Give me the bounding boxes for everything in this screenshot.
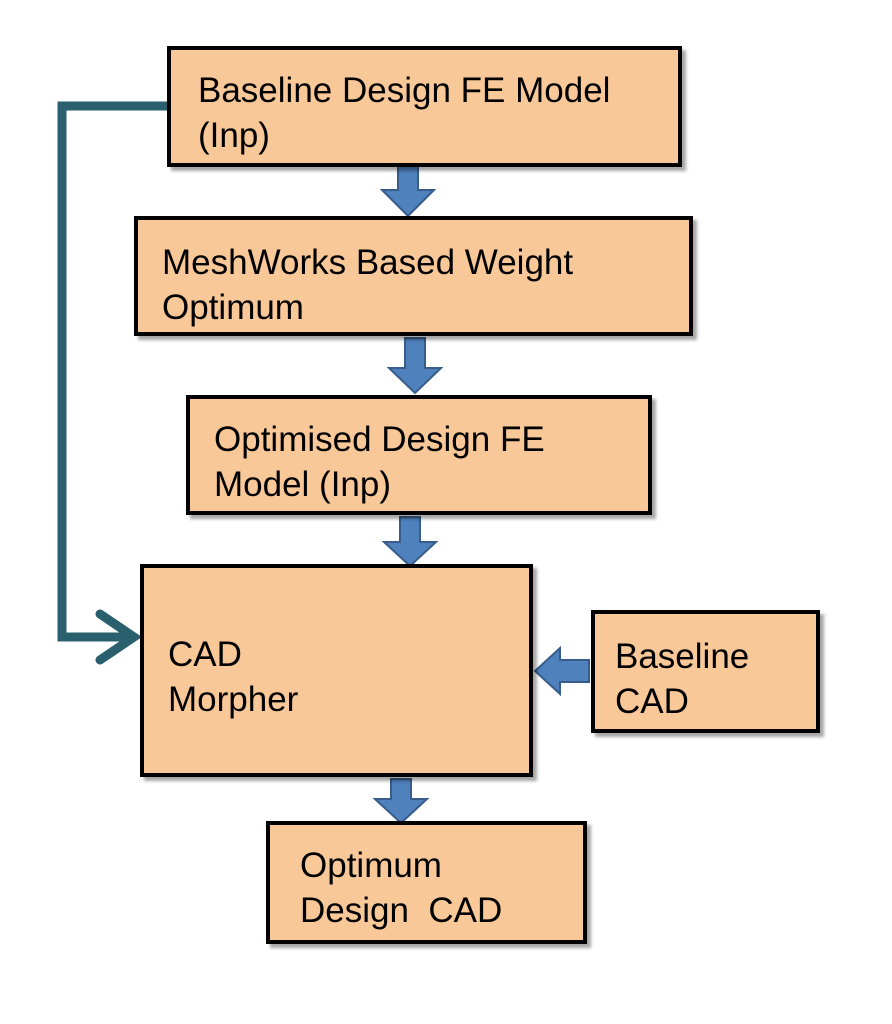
box-label-line-1: Optimum — [300, 846, 442, 885]
arrow-down-4 — [372, 778, 430, 825]
arrow-down-1 — [379, 162, 437, 218]
box-label-line-2: CAD — [615, 682, 689, 721]
box-label-line-2: (Inp) — [198, 116, 270, 155]
feedback-loop-line — [57, 101, 170, 642]
box-label-line-1: Optimised Design FE — [214, 420, 545, 459]
baseline-design-fe-model-box: Baseline Design FE Model (Inp) — [167, 46, 682, 167]
box-label-line-1: CAD — [168, 635, 242, 674]
feedback-loop-arrowhead — [95, 609, 143, 665]
arrow-left-baseline-cad — [533, 645, 590, 697]
box-label-line-2: Design CAD — [300, 891, 503, 930]
box-label-line-2: Optimum — [162, 288, 304, 327]
optimised-design-fe-model-box: Optimised Design FE Model (Inp) — [186, 395, 652, 515]
box-label-line-1: Baseline Design FE Model — [198, 71, 611, 110]
box-label-line-2: Model (Inp) — [214, 465, 392, 504]
box-label-line-1: MeshWorks Based Weight — [162, 243, 574, 282]
box-label-line-1: Baseline — [615, 637, 750, 676]
optimum-design-cad-box: Optimum Design CAD — [266, 821, 587, 944]
arrow-down-3 — [381, 516, 439, 568]
arrow-down-2 — [386, 337, 444, 395]
baseline-cad-box: Baseline CAD — [591, 610, 820, 733]
cad-morpher-box: CAD Morpher — [140, 564, 533, 777]
box-label-line-2: Morpher — [168, 680, 299, 719]
meshworks-weight-optimum-box: MeshWorks Based Weight Optimum — [134, 216, 693, 336]
